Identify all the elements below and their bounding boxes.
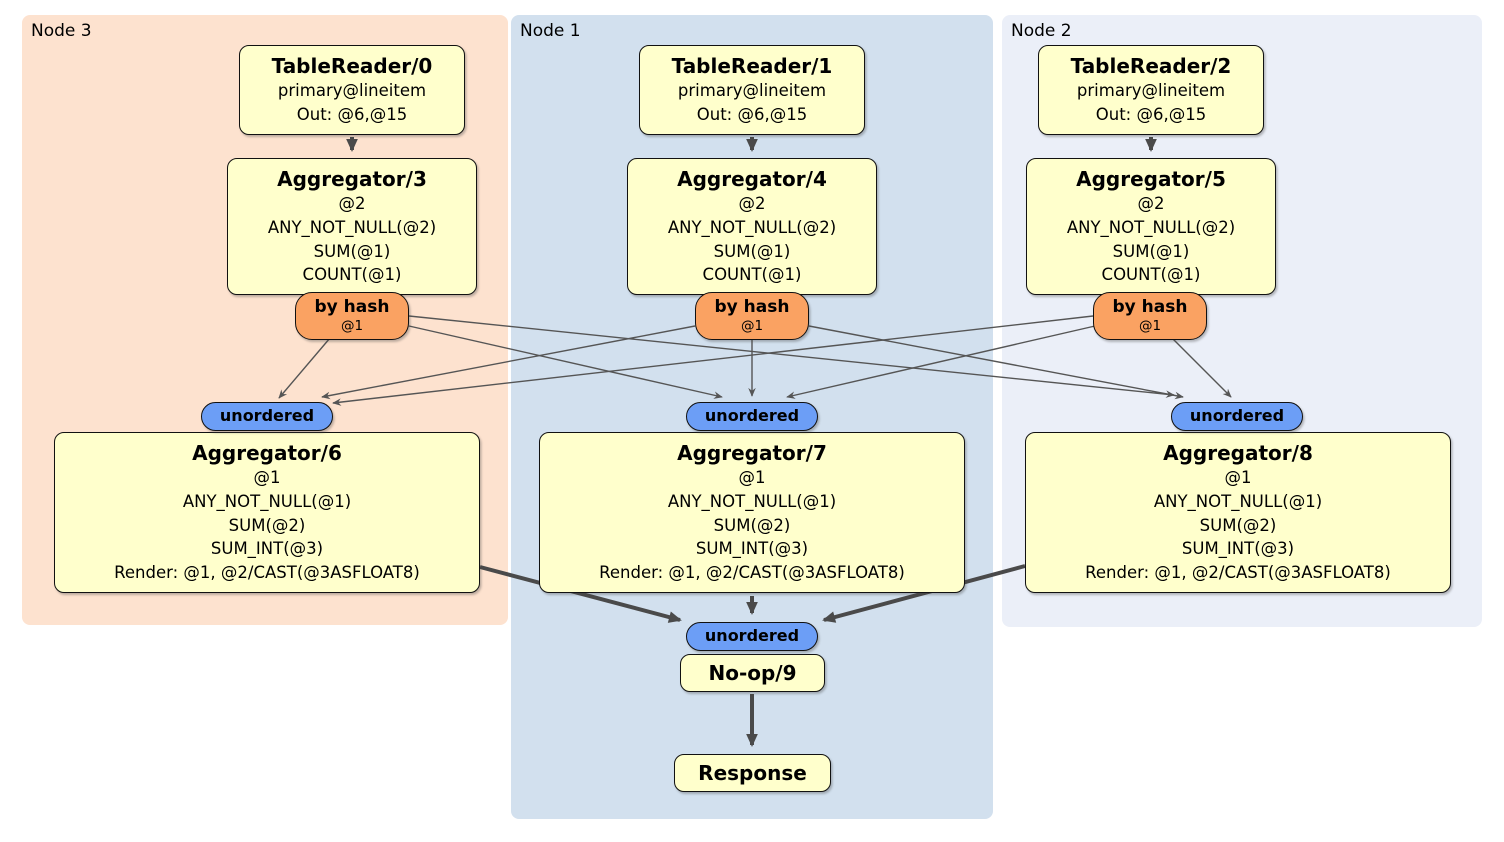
- unordered-sync-final: unordered: [686, 622, 818, 651]
- node-group-1-label: Node 1: [520, 21, 581, 41]
- box-line: primary@lineitem: [1076, 81, 1226, 100]
- unordered-sync-node2: unordered: [1171, 402, 1303, 431]
- node-group-3-label: Node 3: [31, 21, 92, 41]
- box-title: Response: [698, 761, 807, 785]
- aggregator-5-box: Aggregator/5 @2 ANY_NOT_NULL(@2) SUM(@1)…: [1026, 158, 1276, 295]
- box-line: @1: [1224, 468, 1252, 487]
- box-line: @2: [338, 194, 366, 213]
- edge-byhash-node3-router-node3: [278, 337, 331, 399]
- box-title: Aggregator/7: [677, 441, 827, 465]
- oval-sub: @1: [1138, 317, 1162, 334]
- aggregator-8-box: Aggregator/8 @1 ANY_NOT_NULL(@1) SUM(@2)…: [1025, 432, 1451, 593]
- edge-byhash-node1-router-node2: [808, 325, 1184, 400]
- box-title: TableReader/0: [271, 54, 433, 78]
- aggregator-6-box: Aggregator/6 @1 ANY_NOT_NULL(@1) SUM(@2)…: [54, 432, 480, 593]
- box-title: TableReader/2: [1070, 54, 1232, 78]
- aggregator-4-box: Aggregator/4 @2 ANY_NOT_NULL(@2) SUM(@1)…: [627, 158, 877, 295]
- box-line: SUM_INT(@3): [210, 539, 324, 559]
- box-line: Out: @6,@15: [296, 104, 408, 124]
- box-line: ANY_NOT_NULL(@2): [267, 217, 437, 237]
- box-title: TableReader/1: [671, 54, 833, 78]
- edge-byhash-node3-router-node2: [408, 315, 1175, 398]
- box-title: Aggregator/5: [1076, 167, 1226, 191]
- box-line: primary@lineitem: [677, 81, 827, 100]
- edge-aggregator6-final-router: [479, 565, 682, 623]
- box-line: Render: @1, @2/CAST(@3ASFLOAT8): [1085, 563, 1391, 582]
- box-line: COUNT(@1): [702, 265, 802, 285]
- box-line: SUM(@2): [228, 515, 306, 535]
- box-line: COUNT(@1): [1101, 265, 1201, 285]
- edge-byhash-node2-router-node3: [332, 315, 1094, 406]
- box-line: primary@lineitem: [277, 81, 427, 100]
- node-group-2-label: Node 2: [1011, 21, 1072, 41]
- aggregator-3-box: Aggregator/3 @2 ANY_NOT_NULL(@2) SUM(@1)…: [227, 158, 477, 295]
- box-line: SUM(@2): [1199, 515, 1277, 535]
- box-line: Out: @6,@15: [696, 104, 808, 124]
- edge-byhash-node3-router-node1: [408, 325, 723, 399]
- oval-label: by hash: [714, 297, 790, 318]
- unordered-sync-node3: unordered: [201, 402, 333, 431]
- box-line: ANY_NOT_NULL(@1): [182, 491, 352, 511]
- box-line: SUM_INT(@3): [695, 539, 809, 559]
- edge-aggregator8-final-router: [822, 564, 1026, 623]
- box-line: SUM(@1): [1112, 241, 1190, 261]
- box-line: ANY_NOT_NULL(@2): [1066, 217, 1236, 237]
- edge-byhash-node2-router-node1: [786, 325, 1096, 399]
- box-line: Render: @1, @2/CAST(@3ASFLOAT8): [599, 563, 905, 582]
- oval-label: unordered: [704, 626, 800, 646]
- oval-sub: @1: [340, 317, 364, 334]
- oval-label: by hash: [314, 297, 390, 318]
- oval-label: unordered: [219, 406, 315, 426]
- box-line: SUM(@1): [713, 241, 791, 261]
- oval-label: by hash: [1112, 297, 1188, 318]
- box-title: No-op/9: [708, 661, 797, 685]
- oval-label: unordered: [704, 406, 800, 426]
- box-line: Out: @6,@15: [1095, 104, 1207, 124]
- box-line: ANY_NOT_NULL(@2): [667, 217, 837, 237]
- unordered-sync-node1: unordered: [686, 402, 818, 431]
- box-line: ANY_NOT_NULL(@1): [667, 491, 837, 511]
- byhash-router-node1: by hash @1: [695, 292, 809, 340]
- box-line: @1: [738, 468, 766, 487]
- box-line: @2: [738, 194, 766, 213]
- byhash-router-node3: by hash @1: [295, 292, 409, 340]
- aggregator-7-box: Aggregator/7 @1 ANY_NOT_NULL(@1) SUM(@2)…: [539, 432, 965, 593]
- box-title: Aggregator/4: [677, 167, 827, 191]
- box-line: SUM(@1): [313, 241, 391, 261]
- tablereader-1-box: TableReader/1 primary@lineitem Out: @6,@…: [639, 45, 865, 135]
- oval-label: unordered: [1189, 406, 1285, 426]
- edge-byhash-node2-router-node2: [1171, 337, 1232, 398]
- box-title: Aggregator/6: [192, 441, 342, 465]
- box-line: @2: [1137, 194, 1165, 213]
- box-title: Aggregator/8: [1163, 441, 1313, 465]
- byhash-router-node2: by hash @1: [1093, 292, 1207, 340]
- noop-9-box: No-op/9: [680, 654, 825, 692]
- oval-sub: @1: [740, 317, 764, 334]
- box-line: @1: [253, 468, 281, 487]
- response-box: Response: [674, 754, 831, 792]
- box-line: SUM(@2): [713, 515, 791, 535]
- box-title: Aggregator/3: [277, 167, 427, 191]
- box-line: ANY_NOT_NULL(@1): [1153, 491, 1323, 511]
- box-line: SUM_INT(@3): [1181, 539, 1295, 559]
- box-line: Render: @1, @2/CAST(@3ASFLOAT8): [114, 563, 420, 582]
- edge-byhash-node1-router-node3: [321, 325, 696, 400]
- tablereader-0-box: TableReader/0 primary@lineitem Out: @6,@…: [239, 45, 465, 135]
- box-line: COUNT(@1): [302, 265, 402, 285]
- tablereader-2-box: TableReader/2 primary@lineitem Out: @6,@…: [1038, 45, 1264, 135]
